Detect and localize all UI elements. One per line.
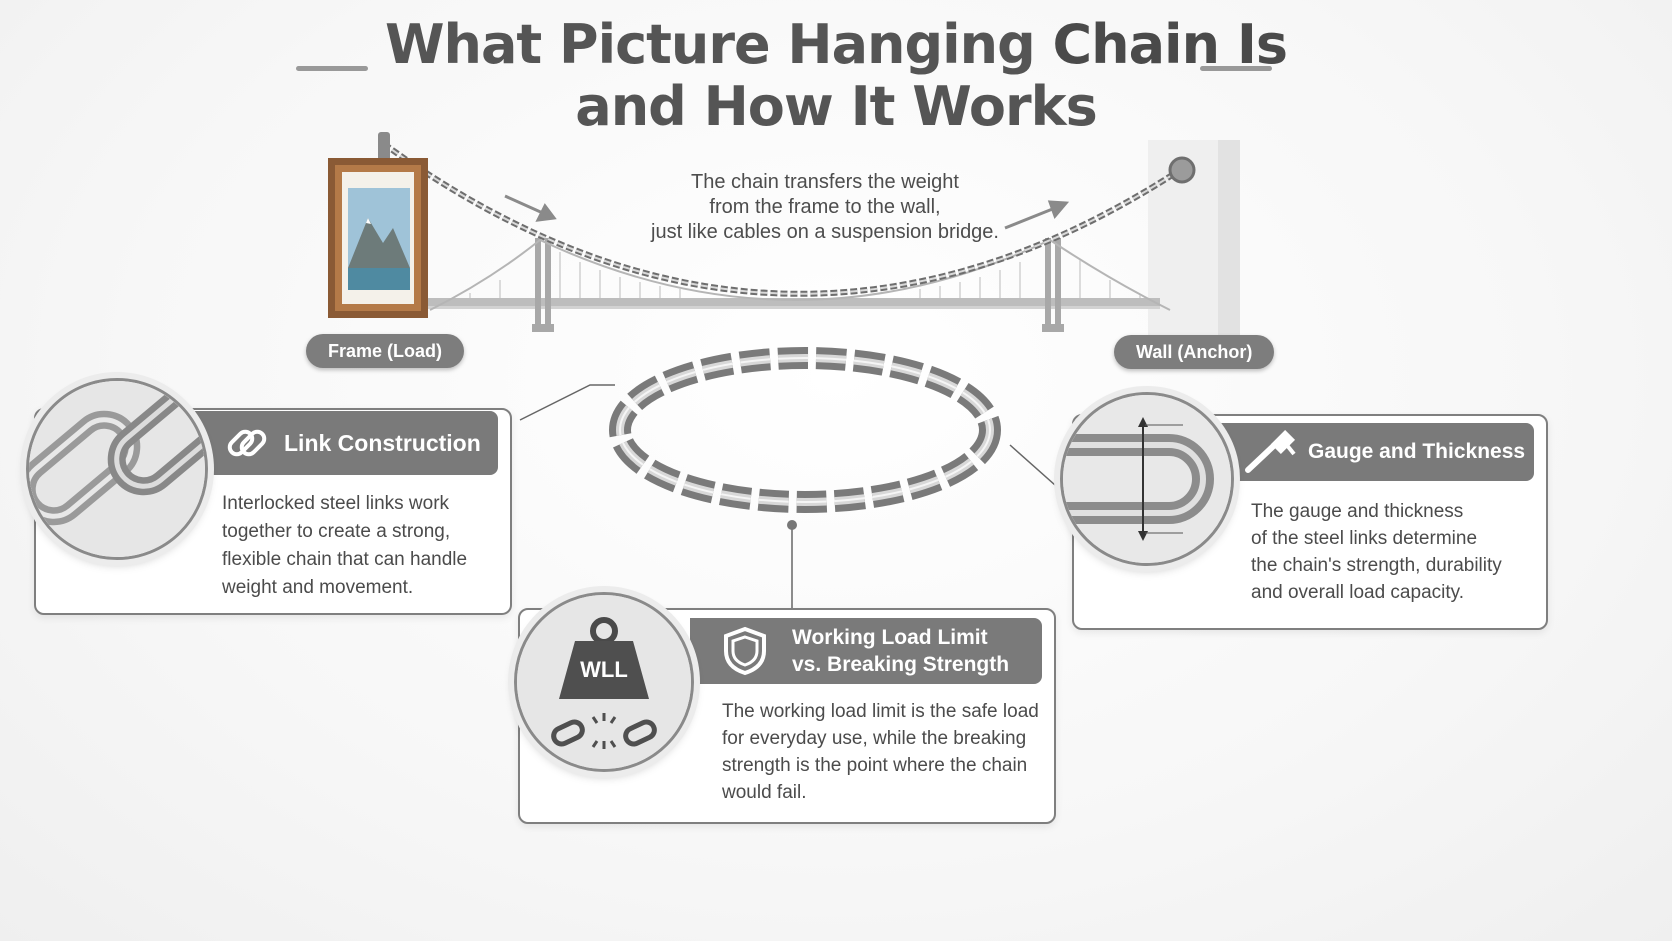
frame-hook — [378, 132, 390, 162]
title-rule-left — [296, 66, 368, 71]
bridge-deck — [420, 298, 1160, 306]
bridge-tower-left — [532, 238, 554, 332]
wall-label: Wall (Anchor) — [1114, 335, 1275, 369]
frame-label: Frame (Load) — [306, 334, 465, 368]
link-closeup-image — [26, 378, 208, 560]
title-rule-right — [1200, 66, 1272, 71]
suspension-bridge-scene — [328, 132, 1240, 340]
wll-heading: Working Load Limit vs. Breaking Strength — [792, 624, 1009, 678]
arrow-icon-left — [504, 194, 557, 222]
wll-weight-label: WLL — [580, 657, 628, 682]
gauge-thickness-text: The gauge and thickness of the steel lin… — [1251, 498, 1531, 606]
gauge-thickness-heading: Gauge and Thickness — [1308, 440, 1526, 463]
bridge-cable — [429, 238, 1171, 311]
gauge-closeup-image — [1060, 392, 1234, 566]
text-line: strength is the point where the chain — [722, 755, 1028, 776]
text-line: weight and movement. — [222, 577, 414, 598]
page-title: What Picture Hanging Chain Is and How It… — [0, 14, 1672, 138]
caliper-icon — [1245, 430, 1296, 473]
link-construction-banner: Link Construction — [170, 411, 498, 475]
wll-weight-image: WLL — [514, 592, 694, 772]
scene-caption: The chain transfers the weight from the … — [600, 170, 1050, 245]
chain-ring-image — [609, 347, 1001, 513]
link-construction-text: Interlocked steel links work together to… — [222, 490, 492, 602]
text-line: The working load limit is the safe load — [722, 701, 1039, 722]
text-line: and overall load capacity. — [1251, 582, 1464, 603]
chain-link-icon — [227, 429, 267, 457]
wll-heading-line: vs. Breaking Strength — [792, 653, 1010, 676]
text-line: together to create a strong, — [222, 521, 451, 542]
title-line1-a: What Picture Hanging — [384, 13, 1053, 76]
wll-text: The working load limit is the safe load … — [722, 698, 1042, 806]
wall-anchor-icon — [1168, 156, 1196, 184]
text-line: flexible chain that can handle — [222, 549, 468, 570]
text-line: of the steel links determine — [1251, 528, 1478, 549]
caption-line: just like cables on a suspension bridge. — [651, 221, 999, 243]
bridge-tower-right — [1042, 238, 1064, 332]
title-line1-b: Chain Is — [1052, 13, 1288, 76]
text-line: Interlocked steel links work — [222, 493, 450, 514]
link-construction-heading: Link Construction — [284, 430, 481, 456]
caption-line: The chain transfers the weight — [691, 171, 959, 193]
text-line: The gauge and thickness — [1251, 501, 1464, 522]
arrow-icon-right — [1004, 200, 1070, 230]
text-line: for everyday use, while the breaking — [722, 728, 1027, 749]
text-line: would fail. — [722, 782, 807, 803]
wll-banner: Working Load Limit vs. Breaking Strength — [690, 618, 1042, 684]
weight-icon — [559, 641, 649, 699]
gauge-thickness-banner: Gauge and Thickness — [1200, 423, 1534, 481]
shield-icon — [724, 626, 766, 676]
caption-line: from the frame to the wall, — [709, 196, 941, 218]
broken-chain-icon — [551, 719, 657, 747]
text-line: the chain's strength, durability — [1251, 555, 1502, 576]
picture-frame — [328, 158, 428, 318]
wll-heading-line: Working Load Limit — [792, 626, 988, 649]
title-line2: and How It Works — [575, 75, 1097, 138]
